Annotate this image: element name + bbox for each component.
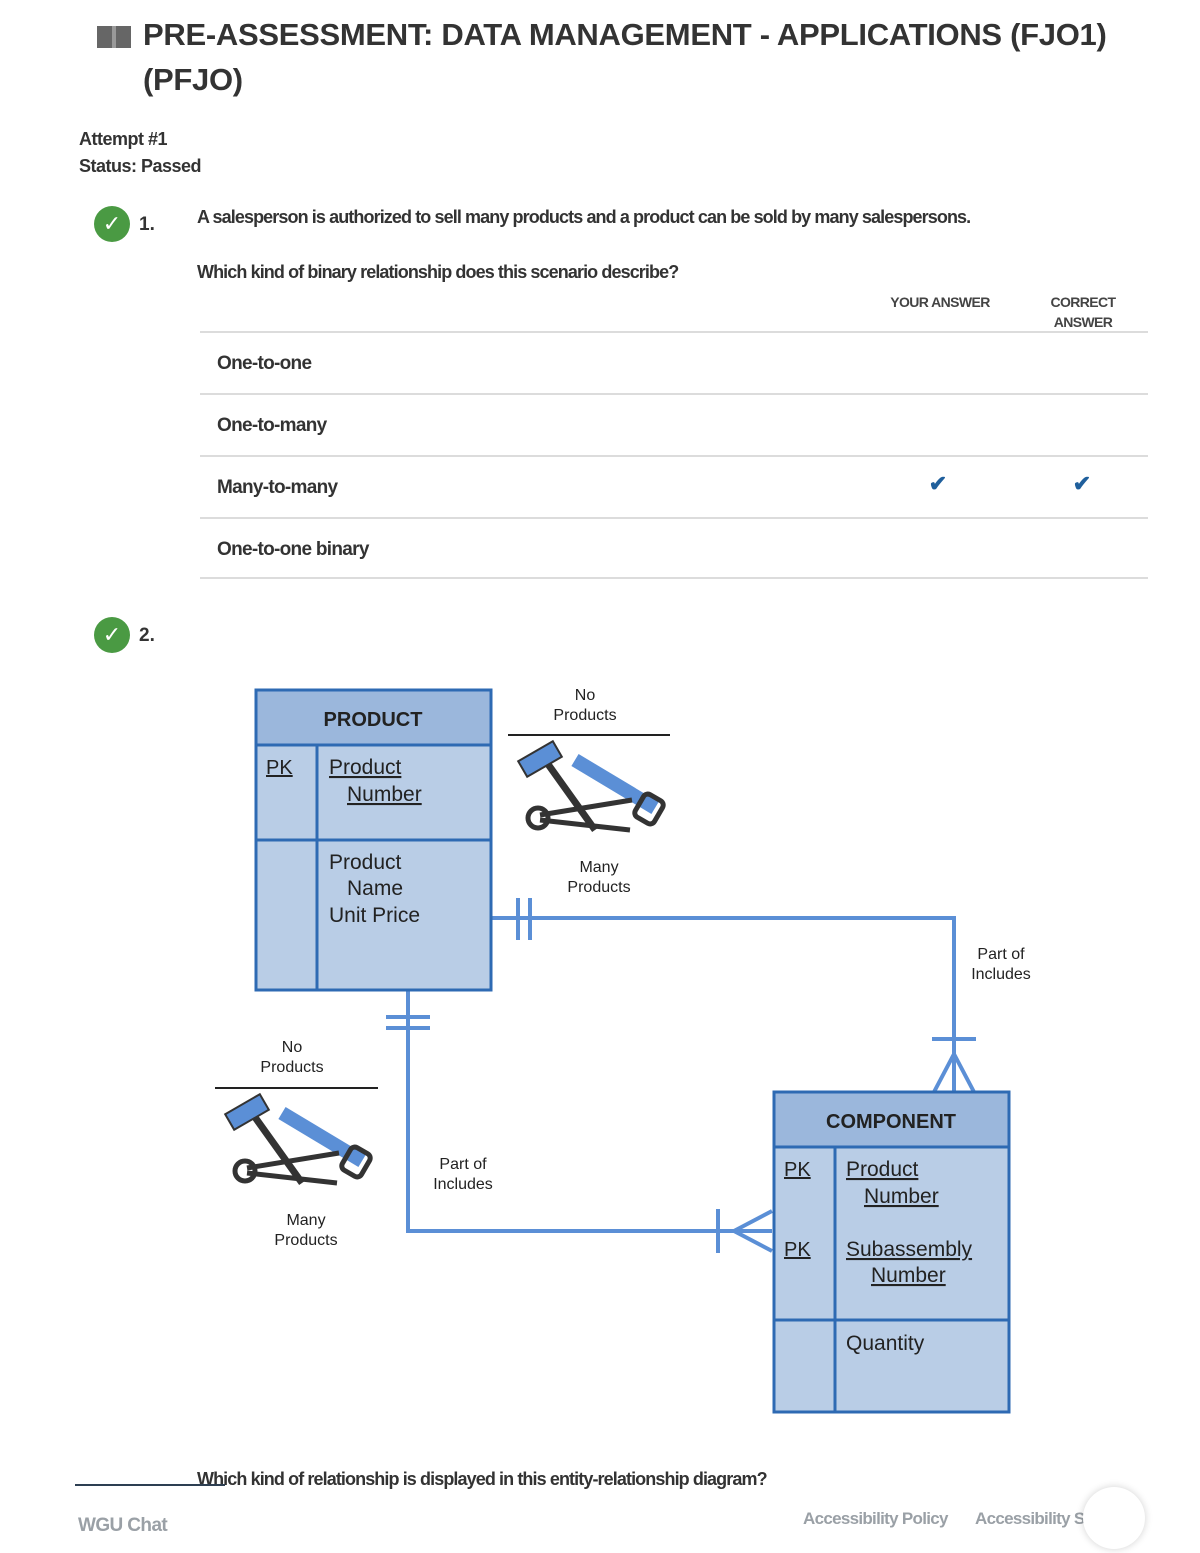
question-text: Which kind of relationship is displayed … <box>197 1469 767 1490</box>
relationship-line-right <box>491 898 976 1092</box>
answer-label: One-to-many <box>217 415 326 437</box>
tools-icon <box>518 741 665 830</box>
page-title: PRE-ASSESSMENT: DATA MANAGEMENT - APPLIC… <box>143 12 1123 102</box>
component-entity: COMPONENT PK Product Number PK Subassemb… <box>774 1092 1009 1412</box>
check-icon: ✓ <box>94 206 130 242</box>
attempt-label: Attempt #1 <box>79 129 167 150</box>
legend-top-label-4: Products <box>567 879 630 896</box>
rel-left-label-2: Includes <box>433 1176 493 1193</box>
component-entity-title: COMPONENT <box>826 1111 956 1133</box>
book-icon <box>97 24 131 50</box>
component-key2-line2: Number <box>871 1264 946 1287</box>
product-pk-label: PK <box>266 757 293 779</box>
component-attr-line1: Quantity <box>846 1332 925 1355</box>
component-pk1-label: PK <box>784 1159 811 1181</box>
divider <box>75 1484 225 1486</box>
chat-launcher-button[interactable] <box>1083 1487 1145 1549</box>
status-label: Status: Passed <box>79 156 201 177</box>
correct-answer-checkmark-icon: ✔ <box>1067 471 1097 497</box>
answer-label: One-to-one <box>217 353 311 375</box>
legend-left-label-4: Products <box>274 1232 337 1249</box>
wgu-chat-link[interactable]: WGU Chat <box>78 1515 167 1537</box>
tools-icon <box>225 1094 372 1183</box>
component-key1-line1: Product <box>846 1158 919 1181</box>
answer-label: One-to-one binary <box>217 539 369 561</box>
product-entity-title: PRODUCT <box>324 709 423 731</box>
legend-top-label-1: No <box>575 687 596 704</box>
answer-label: Many-to-many <box>217 477 337 499</box>
accessibility-policy-link[interactable]: Accessibility Policy <box>803 1509 948 1529</box>
legend-left-label-1: No <box>282 1039 303 1056</box>
relationship-line-left <box>386 990 772 1253</box>
rel-right-label-2: Includes <box>971 966 1031 983</box>
product-key-line1: Product <box>329 756 402 779</box>
answer-row: One-to-one binary <box>200 517 1148 579</box>
product-attr-line2: Name <box>347 877 403 900</box>
rel-right-label-1: Part of <box>977 946 1025 963</box>
question-text: Which kind of binary relationship does t… <box>197 262 678 283</box>
er-diagram: PRODUCT PK Product Number Product Name U… <box>200 670 1060 1430</box>
product-attr-line1: Product <box>329 851 402 874</box>
rel-left-label-1: Part of <box>439 1156 487 1173</box>
product-attr-line3: Unit Price <box>329 904 420 927</box>
component-key2-line1: Subassembly <box>846 1238 973 1261</box>
answer-table: One-to-one One-to-many Many-to-many ✔ ✔ … <box>200 331 1148 579</box>
your-answer-header: YOUR ANSWER <box>880 292 1000 312</box>
component-key1-line2: Number <box>864 1185 939 1208</box>
question-number: 1. <box>139 214 155 236</box>
your-answer-checkmark-icon: ✔ <box>923 471 953 497</box>
answer-row: One-to-many <box>200 393 1148 455</box>
product-entity: PRODUCT PK Product Number Product Name U… <box>256 690 491 990</box>
legend-top-label-2: Products <box>553 707 616 724</box>
legend-left-label-3: Many <box>286 1212 325 1229</box>
question-prompt: A salesperson is authorized to sell many… <box>197 207 970 228</box>
question-number: 2. <box>139 625 155 647</box>
check-icon: ✓ <box>94 617 130 653</box>
correct-answer-header: CORRECT ANSWER <box>1023 292 1143 332</box>
product-key-line2: Number <box>347 783 422 806</box>
answer-row: One-to-one <box>200 331 1148 393</box>
legend-left-label-2: Products <box>260 1059 323 1076</box>
legend-top-label-3: Many <box>579 859 618 876</box>
legend-top: No Products Many Products <box>508 687 670 896</box>
component-pk2-label: PK <box>784 1239 811 1261</box>
answer-row: Many-to-many ✔ ✔ <box>200 455 1148 517</box>
legend-left: No Products Many Products <box>215 1039 378 1249</box>
